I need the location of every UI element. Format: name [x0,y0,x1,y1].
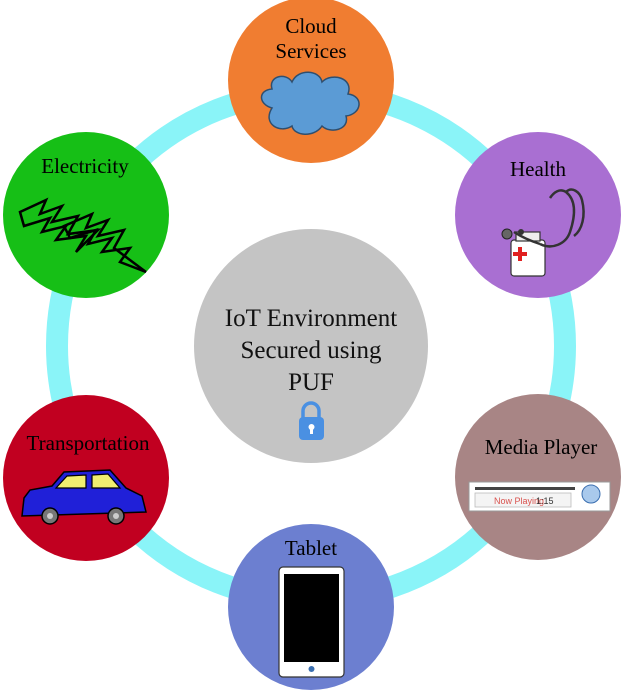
node-media-player[interactable]: Media Player Now Playing 1:15 [455,394,621,560]
lock-icon [299,401,324,440]
health-node-circle [455,132,621,298]
media-label: Media Player [485,435,598,459]
center-label-line3: PUF [288,369,334,396]
node-electricity[interactable]: Electricity [3,132,169,298]
transportation-label: Transportation [27,431,150,455]
cloud-label-line2: Services [275,39,346,63]
tablet-home-button-icon [308,666,315,672]
center-circle [194,229,428,463]
car-icon [21,469,147,525]
node-cloud-services[interactable]: Cloud Services [228,0,394,163]
center-label-line1: IoT Environment [225,305,397,332]
media-node-circle [455,394,621,560]
media-player-icon: Now Playing 1:15 [468,481,611,512]
node-transportation[interactable]: Transportation [3,395,169,561]
stethoscope-icon [501,188,585,277]
node-health[interactable]: Health [455,132,621,298]
cloud-icon [260,71,360,135]
node-tablet[interactable]: Tablet [228,524,394,690]
health-label: Health [510,157,566,181]
tablet-label: Tablet [285,536,337,560]
cloud-label-line1: Cloud [285,14,337,38]
electricity-node-circle [3,132,169,298]
tablet-icon [278,566,345,678]
now-playing-text: Now Playing [494,496,544,506]
lightning-icon [18,197,147,274]
electricity-label: Electricity [41,154,129,178]
playback-time: 1:15 [536,496,554,506]
center-label-line2: Secured using [241,337,382,364]
center-node: IoT Environment Secured using PUF [194,229,428,463]
play-button-icon [581,484,601,504]
